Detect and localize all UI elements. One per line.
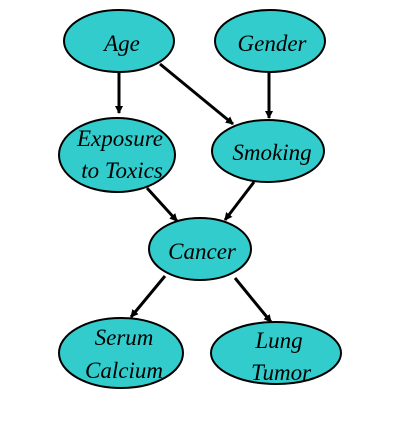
edge-exposure-to-cancer (145, 186, 179, 223)
node-serum-ellipse (58, 317, 184, 389)
node-smoking: Smoking (211, 119, 325, 183)
node-gender-ellipse (214, 9, 326, 73)
node-gender-label: Gender (238, 31, 308, 56)
node-serum-calcium: Serum Calcium (58, 317, 184, 389)
node-age: Age (63, 9, 175, 73)
node-age-ellipse (63, 9, 175, 73)
node-lung-ellipse (210, 321, 342, 385)
node-exposure-label-line1: Exposure (76, 126, 163, 151)
edge-smoking-to-cancer (223, 181, 256, 221)
node-cancer-ellipse (148, 217, 252, 281)
node-lung-label-line1: Lung (254, 328, 302, 353)
node-exposure-label-line2: to Toxics (81, 158, 163, 183)
node-smoking-ellipse (211, 119, 325, 183)
node-gender: Gender (214, 9, 326, 73)
node-cancer-label: Cancer (168, 239, 237, 264)
edges (115, 62, 273, 323)
node-smoking-label: Smoking (232, 140, 311, 165)
node-cancer: Cancer (148, 217, 252, 281)
edge-cancer-to-lung (233, 277, 273, 323)
node-serum-label-line2: Calcium (85, 358, 163, 383)
node-lung-label-line2: Tumor (251, 360, 312, 385)
edge-cancer-to-serum (129, 275, 167, 318)
node-age-label: Age (102, 31, 140, 56)
edge-age-to-smoking (159, 62, 234, 126)
node-exposure-ellipse (58, 117, 176, 193)
node-lung-tumor: Lung Tumor (210, 321, 342, 385)
node-exposure-to-toxics: Exposure to Toxics (58, 117, 176, 193)
node-serum-label-line1: Serum (95, 325, 154, 350)
